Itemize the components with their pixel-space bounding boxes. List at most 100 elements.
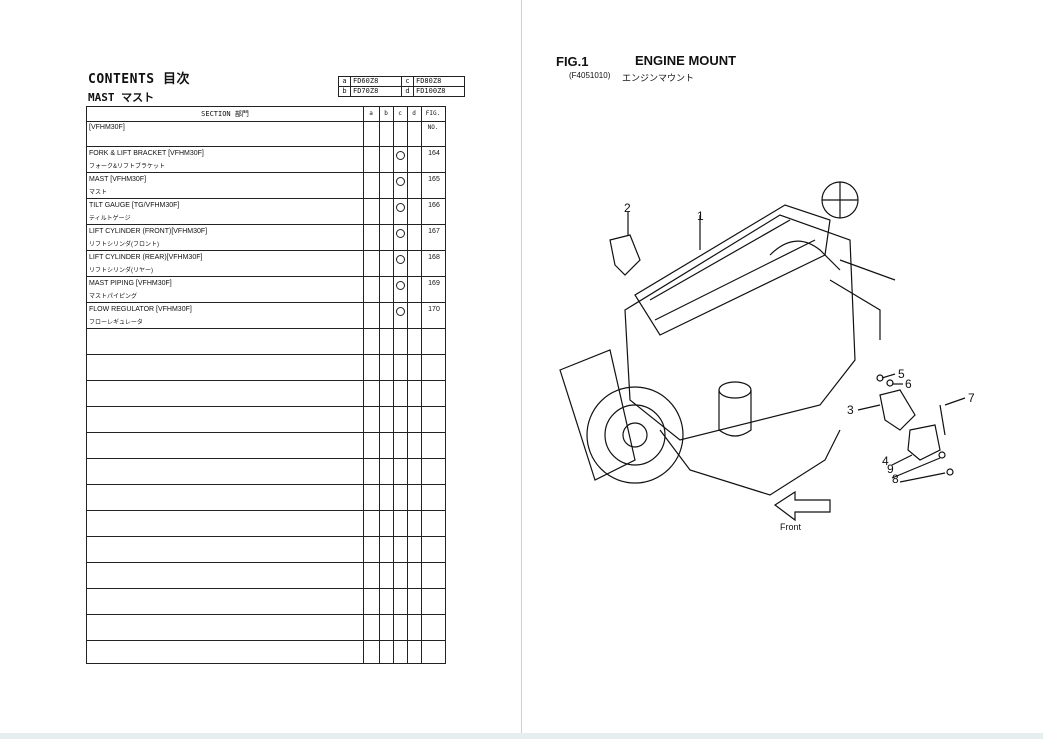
table-row bbox=[87, 511, 445, 537]
nut-part-6 bbox=[886, 379, 894, 387]
row-title-jp: マスト bbox=[89, 190, 108, 196]
header-b: b bbox=[384, 110, 388, 117]
table-row: LIFT CYLINDER (REAR)[VFHM30F] リフトシリンダ(リヤー… bbox=[87, 251, 445, 277]
model-key-grid: a FD60Z8 c FD80Z8 b FD70Z8 d FD100Z8 bbox=[338, 76, 465, 97]
applicable-mark bbox=[396, 281, 405, 290]
column-rule bbox=[421, 107, 422, 663]
table-row bbox=[87, 615, 445, 641]
row-fig-number: 168 bbox=[428, 254, 440, 261]
figure-title: ENGINE MOUNT bbox=[635, 53, 737, 68]
row-title-jp: リフトシリンダ(フロント) bbox=[89, 242, 159, 248]
table-row bbox=[87, 485, 445, 511]
figure-code: (F4051010) bbox=[569, 71, 611, 80]
page-divider bbox=[521, 0, 522, 739]
flywheel-housing bbox=[559, 349, 636, 481]
page-bottom-edge bbox=[0, 733, 1043, 739]
intake-pipe bbox=[769, 240, 841, 271]
contents-title: CONTENTS 目次 bbox=[88, 72, 190, 87]
front-label: Front bbox=[780, 522, 802, 532]
table-row bbox=[87, 433, 445, 459]
row-title-jp: ティルトゲージ bbox=[89, 216, 131, 222]
callout-1: 1 bbox=[697, 209, 704, 223]
oil-filter bbox=[718, 381, 752, 399]
table-row bbox=[87, 355, 445, 381]
header-fig-no: FIG. NO. bbox=[425, 110, 441, 131]
table-row: LIFT CYLINDER (FRONT)[VFHM30F] リフトシリンダ(フロ… bbox=[87, 225, 445, 251]
applicable-mark bbox=[396, 177, 405, 186]
row-fig-number: 167 bbox=[428, 228, 440, 235]
figure-title-jp: エンジンマウント bbox=[622, 73, 695, 83]
table-row: [VFHM30F] bbox=[87, 121, 445, 147]
table-row: FLOW REGULATOR [VFHM30F] フローレギュレータ 170 bbox=[87, 303, 445, 329]
table-header: SECTION 部門 a b c d FIG. NO. bbox=[87, 107, 445, 131]
table-row bbox=[87, 641, 445, 666]
row-title-en: LIFT CYLINDER (FRONT)[VFHM30F] bbox=[89, 228, 208, 235]
header-d: d bbox=[412, 110, 416, 117]
bracket-part-2 bbox=[609, 234, 641, 276]
row-title-jp: リフトシリンダ(リヤー) bbox=[89, 268, 153, 274]
table-row bbox=[87, 407, 445, 433]
row-fig-number: 164 bbox=[428, 150, 440, 157]
column-rule bbox=[407, 107, 408, 663]
rubber-mount-part-4 bbox=[907, 424, 941, 461]
row-fig-number: 166 bbox=[428, 202, 440, 209]
engine-mount-drawing: 1 2 3 4 5 6 7 8 9 Front bbox=[559, 181, 975, 532]
table-row bbox=[87, 563, 445, 589]
callout-7: 7 bbox=[968, 391, 975, 405]
row-title-en: LIFT CYLINDER (REAR)[VFHM30F] bbox=[89, 254, 203, 261]
row-title-en: [VFHM30F] bbox=[89, 124, 125, 131]
row-title-en: MAST PIPING [VFHM30F] bbox=[89, 280, 172, 287]
model-value: FD70Z8 bbox=[350, 86, 402, 97]
row-title-jp: マストパイピング bbox=[89, 294, 138, 300]
contents-table: SECTION 部門 a b c d FIG. NO. [VFHM30F] FOR… bbox=[86, 106, 446, 664]
callout-5: 5 bbox=[898, 367, 905, 381]
callout-6: 6 bbox=[905, 377, 912, 391]
callout-8: 8 bbox=[892, 472, 899, 486]
model-value: FD100Z8 bbox=[413, 86, 465, 97]
column-rule bbox=[363, 107, 364, 663]
table-row bbox=[87, 537, 445, 563]
row-title-jp: フローレギュレータ bbox=[89, 320, 143, 326]
flywheel bbox=[586, 386, 684, 484]
row-fig-number: 165 bbox=[428, 176, 440, 183]
row-fig-number: 170 bbox=[428, 306, 440, 313]
row-title-en: FORK & LIFT BRACKET [VFHM30F] bbox=[89, 150, 204, 157]
model-key: a bbox=[338, 76, 351, 87]
callout-4: 4 bbox=[882, 454, 889, 468]
table-row bbox=[87, 381, 445, 407]
bolt-part-7 bbox=[939, 404, 946, 436]
callout-9: 9 bbox=[887, 462, 894, 476]
figure-number: FIG.1 bbox=[556, 54, 589, 69]
table-row bbox=[87, 459, 445, 485]
column-rule bbox=[379, 107, 380, 663]
row-title-jp: フォーク&リフトブラケット bbox=[89, 164, 166, 170]
model-key: d bbox=[401, 86, 414, 97]
engine-block bbox=[624, 214, 856, 441]
table-row: MAST PIPING [VFHM30F] マストパイピング 169 bbox=[87, 277, 445, 303]
header-section: SECTION 部門 bbox=[201, 110, 249, 118]
column-rule bbox=[393, 107, 394, 663]
row-title-en: FLOW REGULATOR [VFHM30F] bbox=[89, 306, 192, 313]
applicable-mark bbox=[396, 307, 405, 316]
callout-3: 3 bbox=[847, 403, 854, 417]
model-value: FD80Z8 bbox=[413, 76, 465, 87]
applicable-mark bbox=[396, 255, 405, 264]
model-value: FD60Z8 bbox=[350, 76, 402, 87]
model-key: b bbox=[338, 86, 351, 97]
table-row bbox=[87, 329, 445, 355]
front-arrow bbox=[773, 490, 831, 522]
applicable-mark bbox=[396, 229, 405, 238]
nut-part-8 bbox=[946, 468, 954, 476]
row-title-en: TILT GAUGE [TG/VFHM30F] bbox=[89, 202, 180, 209]
applicable-mark bbox=[396, 151, 405, 160]
oil-pan bbox=[659, 429, 841, 496]
mount-bracket-part-3 bbox=[879, 389, 916, 431]
header-c: c bbox=[398, 110, 402, 117]
section-subtitle: MAST マスト bbox=[88, 91, 155, 104]
model-key: c bbox=[401, 76, 414, 87]
callout-2: 2 bbox=[624, 201, 631, 215]
row-fig-number: 169 bbox=[428, 280, 440, 287]
applicable-mark bbox=[396, 203, 405, 212]
header-a: a bbox=[369, 110, 373, 117]
